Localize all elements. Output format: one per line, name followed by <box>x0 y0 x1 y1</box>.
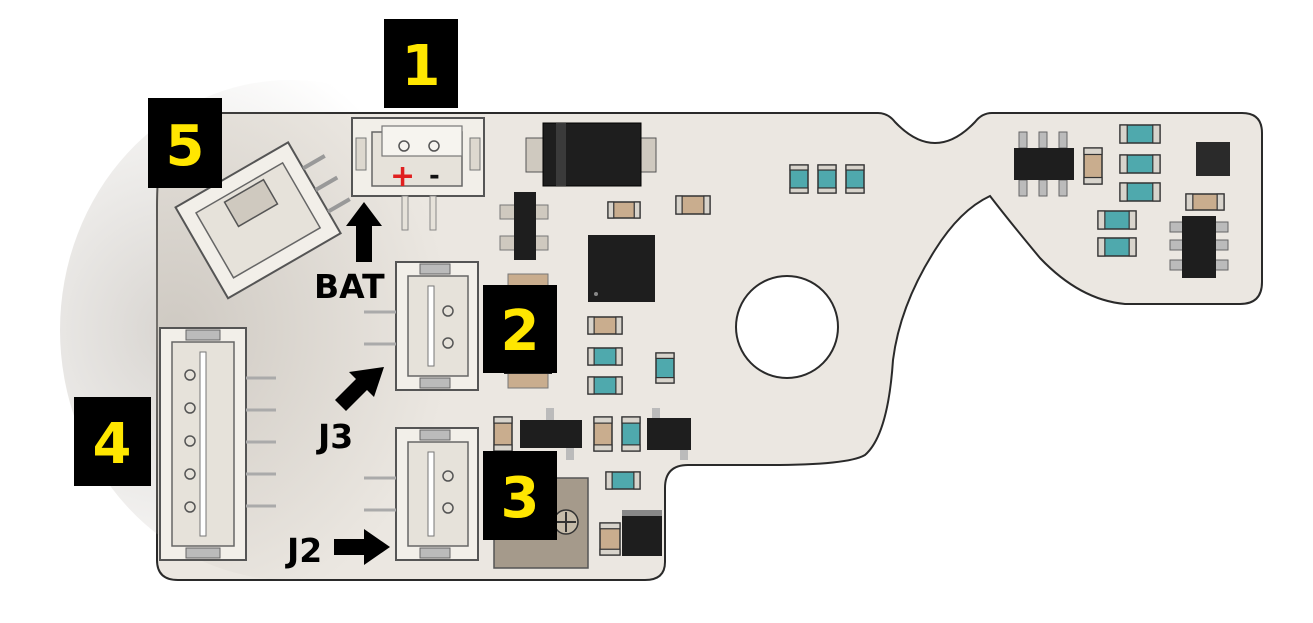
terminal-10-0 <box>593 416 613 424</box>
bat-label: BAT <box>314 267 385 306</box>
small-diode <box>622 510 662 556</box>
terminal-5-1 <box>615 316 623 335</box>
terminal-7-0 <box>587 376 595 395</box>
callout-3: 3 <box>483 451 557 540</box>
callout-3-number: 3 <box>501 466 540 531</box>
terminal-10-1 <box>593 444 613 452</box>
mounting-hole <box>735 275 839 379</box>
polarity-plus: + <box>390 159 415 194</box>
terminal-3-1 <box>633 201 641 219</box>
battery-connector: + - <box>351 117 485 231</box>
terminal-14-1 <box>1152 124 1161 144</box>
square-ic <box>1196 142 1230 176</box>
j3-arrow <box>335 367 384 411</box>
terminal-13-1 <box>599 548 621 556</box>
terminal-7-1 <box>615 376 623 395</box>
terminal-1-0 <box>817 164 837 171</box>
terminal-6-0 <box>587 347 595 366</box>
terminal-13-0 <box>599 522 621 530</box>
terminal-9-0 <box>493 416 513 424</box>
terminal-19-1 <box>1128 237 1137 257</box>
terminal-2-0 <box>845 164 865 171</box>
terminal-17-1 <box>1083 176 1103 185</box>
terminal-16-1 <box>1152 182 1161 202</box>
terminal-15-0 <box>1119 154 1128 174</box>
terminal-16-0 <box>1119 182 1128 202</box>
callout-1: 1 <box>384 19 458 108</box>
callout-2-number: 2 <box>501 299 540 364</box>
terminal-0-0 <box>789 164 809 171</box>
qfn-ic <box>588 235 655 302</box>
terminal-2-1 <box>845 187 865 194</box>
callout-5-number: 5 <box>166 114 205 179</box>
terminal-5-0 <box>587 316 595 335</box>
terminal-6-1 <box>615 347 623 366</box>
mosfet-top <box>499 192 549 260</box>
terminal-20-0 <box>1185 193 1194 211</box>
sot23-bottom-right <box>647 408 691 460</box>
terminal-18-1 <box>1128 210 1137 230</box>
bat-arrow <box>346 202 382 262</box>
terminal-1-1 <box>817 187 837 194</box>
connector-5-body <box>174 141 351 300</box>
terminal-18-0 <box>1097 210 1106 230</box>
terminal-0-1 <box>789 187 809 194</box>
terminal-17-0 <box>1083 147 1103 156</box>
passive-components <box>493 124 1225 556</box>
terminal-15-1 <box>1152 154 1161 174</box>
power-diode <box>525 122 657 187</box>
terminal-9-1 <box>493 444 513 452</box>
j2-label: J2 <box>285 531 322 570</box>
j3-connector-body <box>364 261 479 391</box>
terminal-11-0 <box>621 416 641 424</box>
callout-2: 2 <box>483 285 557 373</box>
terminal-4-0 <box>675 195 683 215</box>
soic-ic-upper <box>1014 131 1074 197</box>
terminal-14-0 <box>1119 124 1128 144</box>
terminal-8-0 <box>655 352 675 360</box>
terminal-12-1 <box>633 471 641 490</box>
callout-4: 4 <box>74 397 151 486</box>
j2-arrow <box>334 529 390 565</box>
terminal-12-0 <box>605 471 613 490</box>
polarity-minus: - <box>429 161 440 191</box>
terminal-11-1 <box>621 444 641 452</box>
connector-4-body <box>159 327 276 561</box>
sot23-bottom-left <box>520 408 582 460</box>
terminal-4-1 <box>703 195 711 215</box>
callout-1-number: 1 <box>402 34 441 99</box>
callout-5: 5 <box>148 98 222 188</box>
callout-4-number: 4 <box>93 412 132 477</box>
terminal-20-1 <box>1216 193 1225 211</box>
j2-connector-body <box>364 427 479 561</box>
terminal-19-0 <box>1097 237 1106 257</box>
soic-ic-lower <box>1169 216 1229 278</box>
terminal-8-1 <box>655 377 675 384</box>
j3-label: J3 <box>316 417 353 456</box>
terminal-3-0 <box>607 201 615 219</box>
